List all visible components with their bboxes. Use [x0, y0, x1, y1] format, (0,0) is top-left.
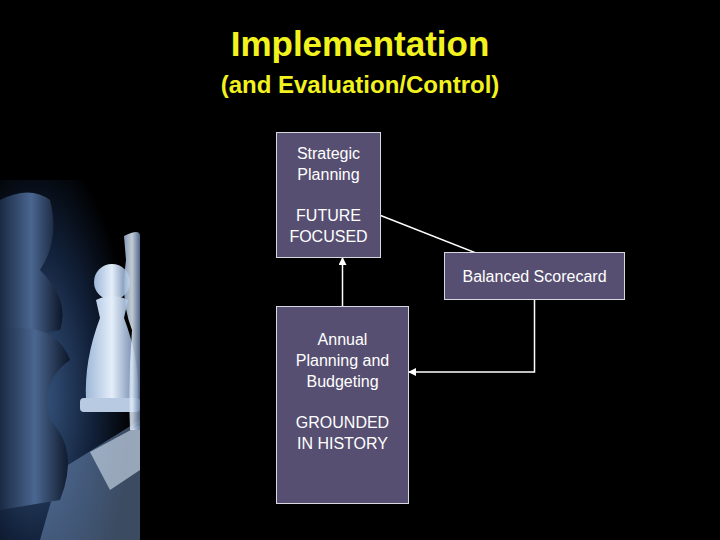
- process-box: Balanced Scorecard: [444, 252, 625, 300]
- box-heading: Annual Planning and Budgeting: [287, 329, 398, 392]
- box-note: FUTURE FOCUSED: [287, 205, 370, 247]
- slide-subtitle: (and Evaluation/Control): [0, 70, 720, 100]
- box-heading: Strategic Planning: [287, 143, 370, 185]
- flow-arrow: [342, 258, 344, 306]
- slide-title: Implementation: [0, 22, 720, 66]
- box-heading: Balanced Scorecard: [455, 266, 614, 287]
- process-box: Annual Planning and BudgetingGROUNDED IN…: [276, 306, 409, 504]
- box-note: GROUNDED IN HISTORY: [287, 412, 398, 454]
- process-box: Strategic PlanningFUTURE FOCUSED: [276, 132, 381, 258]
- flow-arrow: [409, 300, 535, 372]
